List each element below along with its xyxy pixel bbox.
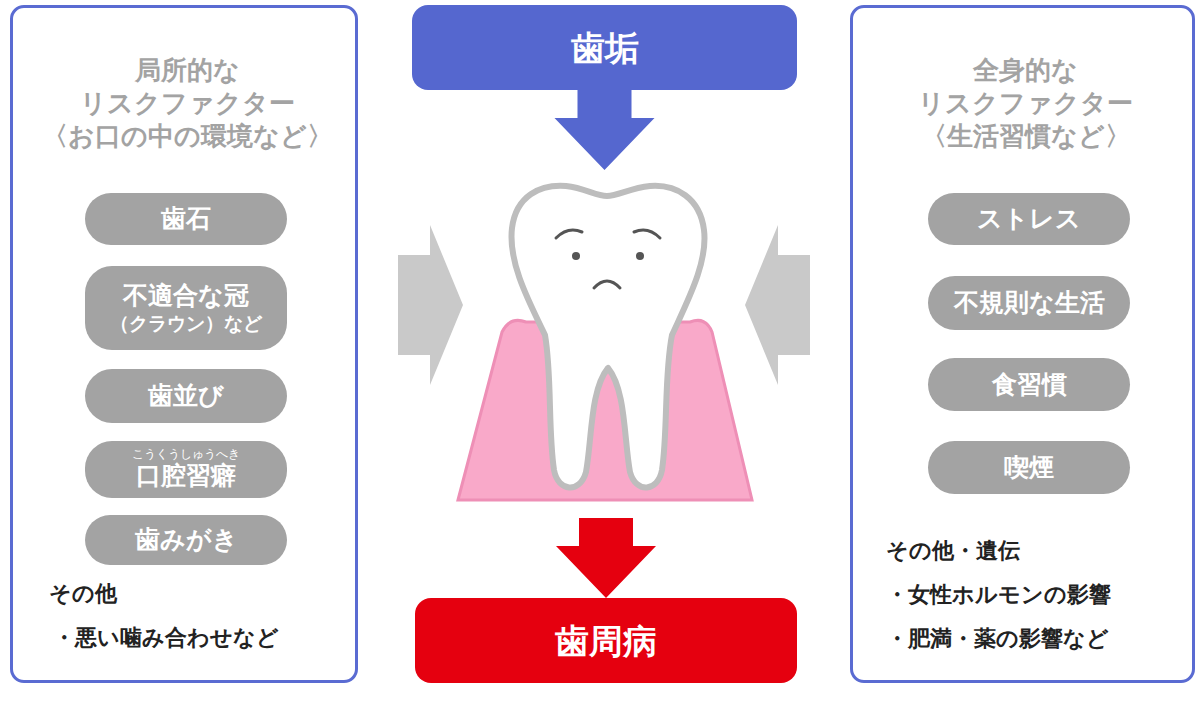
box-label: 歯周病 xyxy=(555,621,657,661)
ruby-reading: こうくうしゅうへき xyxy=(132,448,240,461)
arrow-segment xyxy=(555,90,655,170)
factor-pill: こうくうしゅうへき口腔習癖 xyxy=(85,441,287,498)
factor-pill: 食習慣 xyxy=(928,358,1130,411)
box-label: 食習慣 xyxy=(992,370,1067,400)
note-text: ・肥満・薬の影響など xyxy=(886,625,1109,653)
box-label: 不規則な生活 xyxy=(954,288,1105,318)
box-label: ストレス xyxy=(977,204,1081,234)
panel-heading: 全身的な リスクファクター 〈生活習慣など〉 xyxy=(863,54,1188,153)
panel-heading: 局所的な リスクファクター 〈お口の中の環境など〉 xyxy=(23,54,351,153)
arrow-segment xyxy=(556,518,656,598)
factor-pill: 不適合な冠（クラウン）など xyxy=(85,266,287,350)
factor-pill: 歯みがき xyxy=(85,515,287,565)
eyebrow xyxy=(556,230,582,238)
box-label: 口腔習癖 xyxy=(136,461,236,491)
note-text: その他 xyxy=(49,580,117,608)
factor-pill: 不規則な生活 xyxy=(928,276,1130,330)
flow-arrow xyxy=(555,90,657,598)
box-label: 歯垢 xyxy=(571,28,639,68)
eyebrow xyxy=(634,230,660,238)
factor-pill: 歯並び xyxy=(85,369,287,423)
box-label: 歯並び xyxy=(148,381,224,411)
factor-pill: 喫煙 xyxy=(928,441,1130,494)
factor-pill: ストレス xyxy=(928,193,1130,245)
note-text: ・女性ホルモンの影響 xyxy=(886,581,1111,609)
grey-arrow-right xyxy=(745,225,810,385)
eye xyxy=(572,252,580,260)
box-label: （クラウン）など xyxy=(110,311,262,335)
grey-arrow-left xyxy=(398,225,463,385)
box-label: 歯石 xyxy=(161,204,211,234)
box-label: 喫煙 xyxy=(1004,453,1054,483)
factor-pill: 歯石 xyxy=(85,193,287,245)
mouth xyxy=(594,281,620,288)
result-box: 歯周病 xyxy=(415,598,797,683)
box-label: 不適合な冠 xyxy=(123,281,249,311)
eye xyxy=(636,252,644,260)
tooth xyxy=(511,186,704,488)
cause-box: 歯垢 xyxy=(412,5,797,90)
risk-panel: 局所的な リスクファクター 〈お口の中の環境など〉その他・悪い噛み合わせなど 歯石… xyxy=(10,5,358,683)
note-text: その他・遺伝 xyxy=(886,537,1020,565)
box-label: 歯みがき xyxy=(135,525,238,555)
risk-panel: 全身的な リスクファクター 〈生活習慣など〉その他・遺伝・女性ホルモンの影響・肥… xyxy=(850,5,1195,683)
note-text: ・悪い噛み合わせなど xyxy=(53,624,279,652)
